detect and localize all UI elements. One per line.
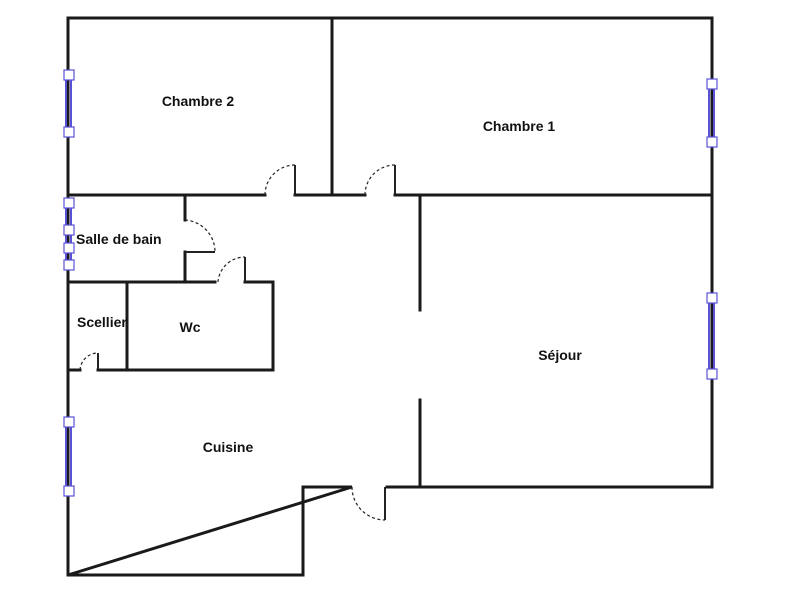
door-scellier — [79, 352, 99, 371]
room-label-wc: Wc — [180, 319, 201, 335]
room-label-cuisine: Cuisine — [203, 439, 254, 455]
room-label-chambre-2: Chambre 2 — [162, 93, 235, 109]
door-wc — [217, 256, 246, 283]
room-label-scellier: Scellier — [77, 314, 127, 330]
door-salle-de-bain — [184, 219, 216, 253]
window-salle-de-bain — [63, 197, 75, 271]
room-label-sejour: Séjour — [538, 347, 582, 363]
window-chambre1 — [706, 78, 718, 148]
window-cuisine — [63, 416, 75, 497]
room-label-chambre-1: Chambre 1 — [483, 118, 556, 134]
door-entree — [351, 486, 386, 521]
outer-wall — [66, 16, 714, 577]
door-chambre1 — [364, 164, 396, 196]
window-sejour — [706, 292, 718, 380]
door-chambre2 — [264, 164, 296, 196]
window-chambre2 — [63, 69, 75, 138]
room-label-salle-de-bain: Salle de bain — [76, 231, 162, 247]
